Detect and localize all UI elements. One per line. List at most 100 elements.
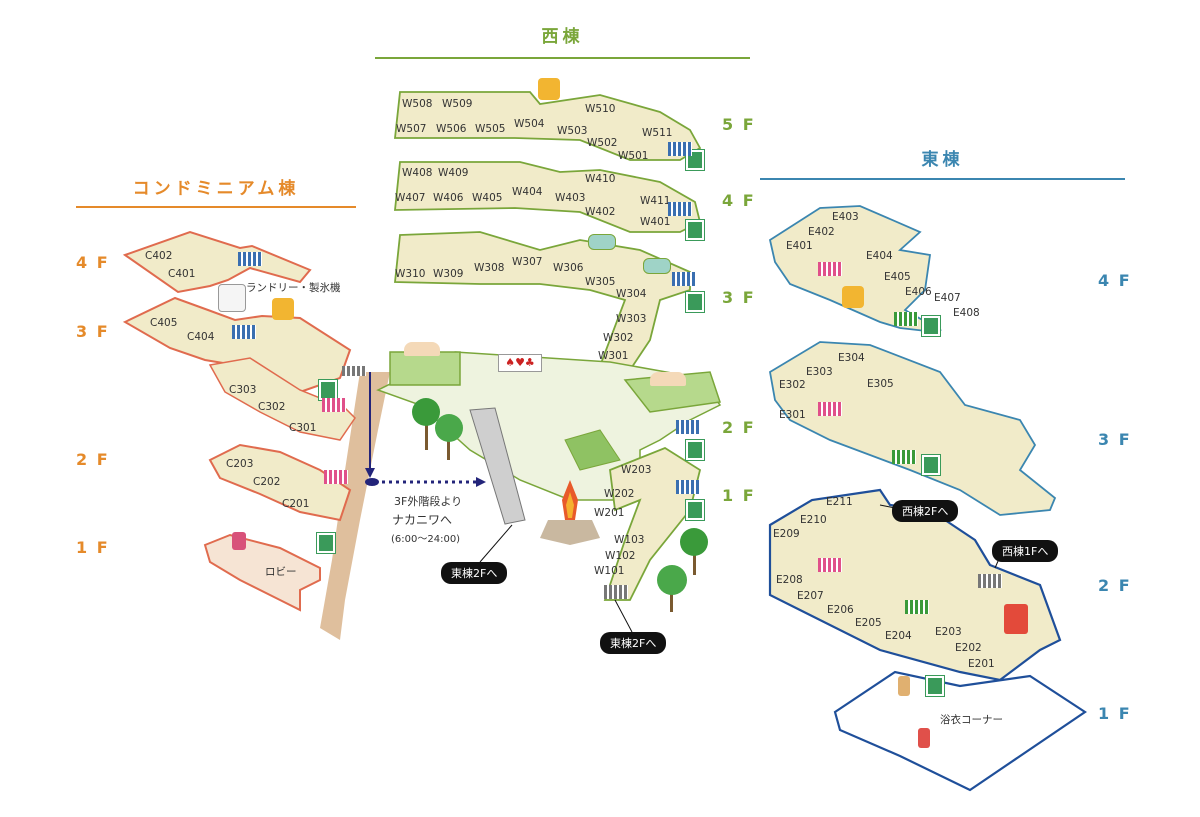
yukata-corner-label: 浴衣コーナー bbox=[940, 714, 1003, 726]
wifi-sign-icon bbox=[842, 286, 864, 308]
room-label: E402 bbox=[808, 226, 835, 238]
room-label: W302 bbox=[603, 332, 634, 344]
room-label: W406 bbox=[433, 192, 464, 204]
card-game-icon: ♠♥♣ bbox=[498, 354, 542, 372]
luggage-icon bbox=[918, 728, 930, 748]
stairs-icon bbox=[818, 558, 842, 572]
callout-line-1 bbox=[479, 524, 513, 563]
room-label: W505 bbox=[475, 123, 506, 135]
luggage-icon bbox=[232, 532, 246, 550]
room-label: W506 bbox=[436, 123, 467, 135]
stairs-hours: (6:00〜24:00) bbox=[391, 534, 461, 545]
room-label: W402 bbox=[585, 206, 616, 218]
room-label: W301 bbox=[598, 350, 629, 362]
room-label: E205 bbox=[855, 617, 882, 629]
stairs-icon bbox=[324, 470, 348, 484]
stairs-icon bbox=[322, 398, 346, 412]
east-floor-label: 1 F bbox=[1098, 704, 1132, 723]
room-label: C202 bbox=[253, 476, 281, 488]
room-label: E403 bbox=[832, 211, 859, 223]
room-label: W310 bbox=[395, 268, 426, 280]
room-label: W408 bbox=[402, 167, 433, 179]
room-label: W501 bbox=[618, 150, 649, 162]
stairs-icon bbox=[672, 272, 696, 286]
west-title-rule bbox=[375, 57, 750, 59]
east-title-rule bbox=[760, 178, 1125, 180]
room-label: C301 bbox=[289, 422, 317, 434]
elevator-icon bbox=[921, 315, 941, 337]
elevator-icon bbox=[316, 532, 336, 554]
condo-floor-4 bbox=[122, 230, 312, 294]
room-label: C203 bbox=[226, 458, 254, 470]
washing-machine-icon bbox=[218, 284, 246, 312]
room-label: W103 bbox=[614, 534, 645, 546]
west-floor-label: 1 F bbox=[722, 486, 756, 505]
room-label: W102 bbox=[605, 550, 636, 562]
room-label: E406 bbox=[905, 286, 932, 298]
room-label: W411 bbox=[640, 195, 671, 207]
stairs-icon bbox=[232, 325, 256, 339]
condo-floor-label: 3 F bbox=[76, 322, 110, 341]
stairs-note: 3F外階段より bbox=[394, 495, 463, 508]
room-label: C201 bbox=[282, 498, 310, 510]
room-label: E204 bbox=[885, 630, 912, 642]
stairs-icon bbox=[668, 142, 692, 156]
room-label: W508 bbox=[402, 98, 433, 110]
condo-floor-label: 4 F bbox=[76, 253, 110, 272]
condo-floor-2 bbox=[208, 443, 352, 522]
room-label: E301 bbox=[779, 409, 806, 421]
stairs-arrow-dot bbox=[365, 478, 379, 486]
lobby-label: ロビー bbox=[265, 566, 297, 578]
room-label: W304 bbox=[616, 288, 647, 300]
stairs-icon bbox=[676, 420, 700, 434]
room-label: W401 bbox=[640, 216, 671, 228]
condo-floor-1 bbox=[203, 533, 321, 612]
bath-icon bbox=[404, 342, 440, 356]
room-label: W507 bbox=[396, 123, 427, 135]
condo-floor-label: 1 F bbox=[76, 538, 110, 557]
condo-floor-label: 2 F bbox=[76, 450, 110, 469]
room-label: W504 bbox=[514, 118, 545, 130]
room-label: E206 bbox=[827, 604, 854, 616]
bath-icon bbox=[588, 234, 616, 250]
callout-to-east-2f: 東棟2Fへ bbox=[441, 562, 508, 584]
room-label: W409 bbox=[438, 167, 469, 179]
room-label: C402 bbox=[145, 250, 173, 262]
room-label: W407 bbox=[395, 192, 426, 204]
west-floor-label: 3 F bbox=[722, 288, 756, 307]
room-label: C404 bbox=[187, 331, 215, 343]
bath-icon bbox=[650, 372, 686, 386]
room-label: W405 bbox=[472, 192, 503, 204]
room-label: W503 bbox=[557, 125, 588, 137]
room-label: E208 bbox=[776, 574, 803, 586]
wifi-sign-icon bbox=[538, 78, 560, 100]
laundry-label: ランドリー・製氷機 bbox=[246, 282, 341, 294]
room-label: W306 bbox=[553, 262, 584, 274]
east-building-title: 東棟 bbox=[921, 150, 964, 170]
east-floor-1 bbox=[833, 670, 1087, 792]
room-label: E407 bbox=[934, 292, 961, 304]
room-label: C405 bbox=[150, 317, 178, 329]
courtyard-arrow-head bbox=[476, 477, 486, 487]
room-label: E207 bbox=[797, 590, 824, 602]
room-label: W410 bbox=[585, 173, 616, 185]
stairs-icon bbox=[905, 600, 929, 614]
elevator-icon bbox=[685, 219, 705, 241]
courtyard-stairs bbox=[469, 407, 526, 525]
elevator-icon bbox=[685, 499, 705, 521]
west-floor-label: 5 F bbox=[722, 115, 756, 134]
west-floor-5 bbox=[393, 91, 702, 161]
condo-building-title: コンドミニアム棟 bbox=[132, 179, 300, 199]
room-label: E201 bbox=[968, 658, 995, 670]
room-label: W101 bbox=[594, 565, 625, 577]
east-floor-label: 3 F bbox=[1098, 430, 1132, 449]
room-label: W307 bbox=[512, 256, 543, 268]
room-label: C303 bbox=[229, 384, 257, 396]
room-label: W308 bbox=[474, 262, 505, 274]
elevator-icon bbox=[925, 675, 945, 697]
room-label: E404 bbox=[866, 250, 893, 262]
room-label: W303 bbox=[616, 313, 647, 325]
room-label: E302 bbox=[779, 379, 806, 391]
callout-to-west-2f: 西棟2Fへ bbox=[892, 500, 959, 522]
condo-floor-3 bbox=[122, 296, 356, 441]
